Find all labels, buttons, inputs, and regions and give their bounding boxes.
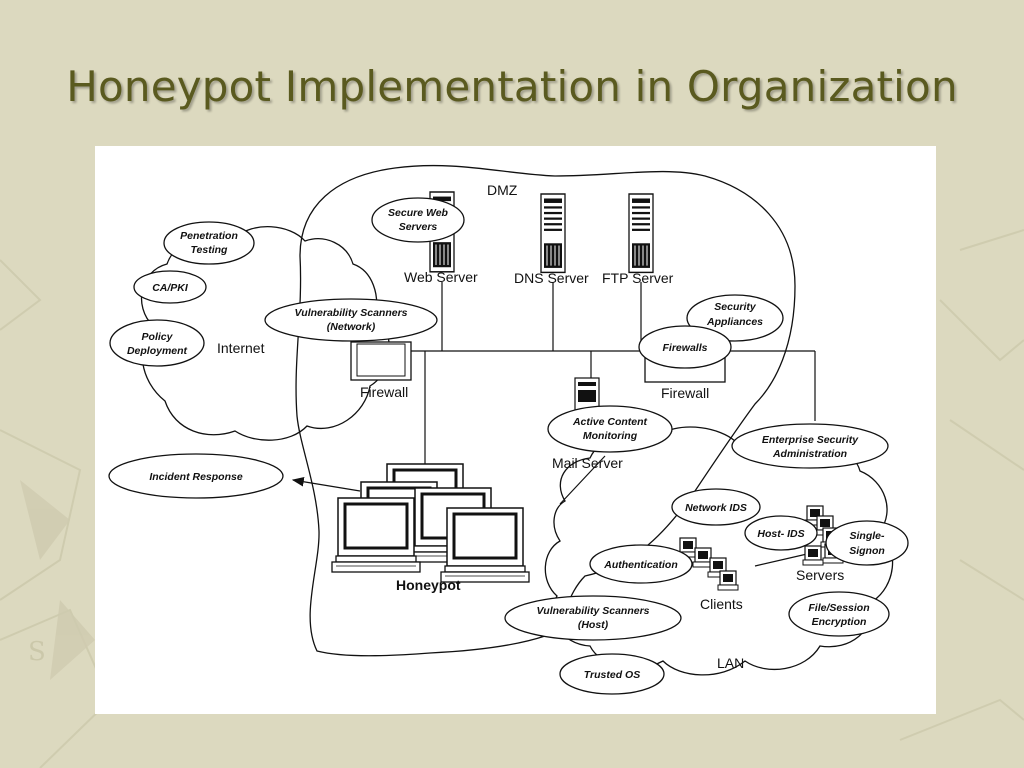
- svg-text:Trusted OS: Trusted OS: [584, 669, 640, 681]
- oval-ca-pki: CA/PKI: [133, 270, 207, 304]
- firewall-left-label: Firewall: [360, 384, 408, 400]
- dns-server-label: DNS Server: [514, 270, 589, 286]
- oval-enterprise-security-administration: Enterprise Security Administration: [731, 423, 889, 469]
- dns-server-tower: [540, 193, 566, 274]
- oval-incident-response: Incident Response: [108, 453, 284, 499]
- diagram-panel: Penetration Testing CA/PKI Policy Deploy…: [95, 146, 936, 714]
- svg-text:Servers: Servers: [399, 221, 438, 233]
- svg-text:(Network): (Network): [327, 321, 376, 333]
- oval-trusted-os: Trusted OS: [559, 653, 665, 695]
- svg-text:Enterprise Security: Enterprise Security: [762, 434, 859, 446]
- svg-text:CA/PKI: CA/PKI: [152, 282, 189, 294]
- svg-text:Security: Security: [714, 301, 757, 313]
- oval-network-ids: Network IDS: [671, 488, 761, 526]
- svg-text:Policy: Policy: [142, 331, 174, 343]
- svg-text:Penetration: Penetration: [180, 230, 238, 242]
- oval-penetration-testing: Penetration Testing: [163, 221, 255, 265]
- network-links: [291, 282, 816, 567]
- network-diagram: Penetration Testing CA/PKI Policy Deploy…: [108, 164, 909, 695]
- svg-text:File/Session: File/Session: [808, 602, 869, 614]
- oval-secure-web-servers: Secure Web Servers: [371, 197, 465, 243]
- oval-vulnerability-scanners-network: Vulnerability Scanners (Network): [264, 298, 438, 342]
- oval-authentication: Authentication: [589, 544, 693, 584]
- ftp-server-tower: [628, 193, 654, 274]
- svg-text:Active Content: Active Content: [572, 416, 648, 428]
- firewall-right-label: Firewall: [661, 385, 709, 401]
- svg-text:Encryption: Encryption: [812, 616, 867, 628]
- svg-text:(Host): (Host): [578, 619, 609, 631]
- web-server-label: Web Server: [404, 269, 478, 285]
- oval-file-session-encryption: File/Session Encryption: [788, 591, 890, 637]
- dmz-label: DMZ: [487, 182, 518, 198]
- svg-text:Incident Response: Incident Response: [149, 471, 243, 483]
- svg-text:Signon: Signon: [849, 545, 885, 557]
- servers-label: Servers: [796, 567, 844, 583]
- ftp-server-label: FTP Server: [602, 270, 674, 286]
- svg-text:Vulnerability Scanners: Vulnerability Scanners: [536, 605, 649, 617]
- honeypot-computers: [330, 462, 531, 584]
- slide-title: Honeypot Implementation in Organization: [66, 62, 958, 111]
- svg-text:Authentication: Authentication: [603, 559, 678, 571]
- clients-label: Clients: [700, 596, 743, 612]
- svg-text:Host- IDS: Host- IDS: [757, 528, 804, 540]
- svg-text:Appliances: Appliances: [706, 316, 763, 328]
- svg-text:Testing: Testing: [191, 244, 229, 256]
- watermark-glyph: S: [28, 637, 46, 667]
- honeypot-label: Honeypot: [396, 577, 461, 593]
- svg-text:Deployment: Deployment: [127, 345, 188, 357]
- oval-single-signon: Single- Signon: [825, 520, 909, 566]
- oval-host-ids: Host- IDS: [744, 515, 818, 551]
- firewall-left-icon: [350, 341, 412, 381]
- oval-active-content-monitoring: Active Content Monitoring: [547, 405, 673, 453]
- oval-firewalls: Firewalls: [638, 325, 732, 369]
- svg-text:Network IDS: Network IDS: [685, 502, 747, 514]
- mail-server-label: Mail Server: [552, 455, 623, 471]
- svg-text:Secure Web: Secure Web: [388, 207, 448, 219]
- svg-text:Vulnerability Scanners: Vulnerability Scanners: [294, 307, 407, 319]
- svg-text:Monitoring: Monitoring: [583, 430, 638, 442]
- svg-text:Firewalls: Firewalls: [663, 342, 708, 354]
- lan-label: LAN: [717, 655, 744, 671]
- svg-text:Single-: Single-: [849, 530, 885, 542]
- oval-vulnerability-scanners-host: Vulnerability Scanners (Host): [504, 595, 682, 641]
- oval-policy-deployment: Policy Deployment: [109, 319, 205, 367]
- internet-label: Internet: [217, 340, 265, 356]
- svg-text:Administration: Administration: [772, 448, 847, 460]
